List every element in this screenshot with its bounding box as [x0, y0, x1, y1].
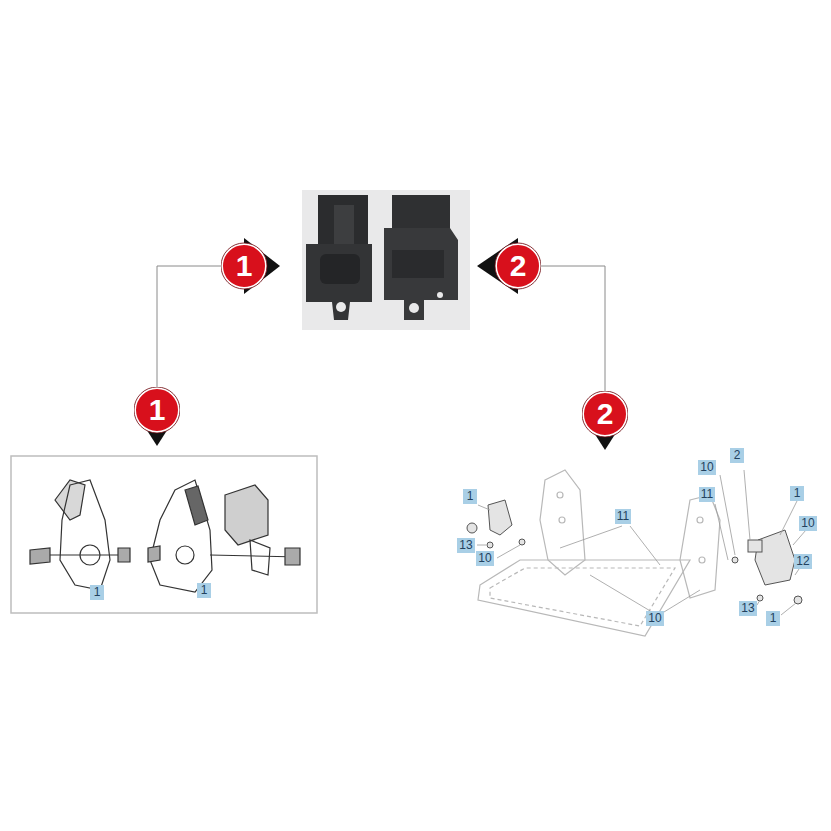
callout-number: 11 [699, 487, 715, 502]
callout-number: 1 [90, 585, 104, 600]
marker-number: 1 [229, 251, 259, 281]
leader-lines [477, 470, 806, 615]
step-marker: 2 [476, 236, 541, 296]
callout-number: 10 [476, 551, 493, 566]
belt-photo [306, 195, 458, 320]
belt-parts-drawing [467, 500, 802, 604]
callout-number: 1 [197, 583, 211, 598]
marker-number: 2 [503, 251, 533, 281]
callout-number: 1 [463, 489, 477, 504]
callout-number: 1 [766, 611, 780, 626]
photo-ground [302, 190, 470, 330]
callout-number: 13 [739, 601, 756, 616]
step-marker: 1 [221, 236, 281, 296]
step-marker: 2 [582, 391, 628, 451]
marker-number: 2 [590, 399, 620, 429]
callout-number: 10 [646, 611, 663, 626]
marker-number: 1 [142, 395, 172, 425]
callout-number: 10 [698, 460, 715, 475]
seat-frame-drawing [478, 470, 720, 636]
callout-number: 10 [799, 516, 816, 531]
callout-number: 1 [790, 486, 804, 501]
callout-number: 13 [457, 538, 474, 553]
retractor-drawing [30, 480, 300, 592]
callout-number: 2 [730, 448, 744, 463]
callout-number: 12 [794, 554, 811, 569]
step-marker: 1 [134, 387, 180, 447]
callout-number: 11 [615, 509, 631, 524]
connector-line [541, 266, 605, 391]
detail-frame [11, 456, 317, 613]
connector-line [157, 266, 221, 387]
marker-shape [476, 236, 541, 296]
